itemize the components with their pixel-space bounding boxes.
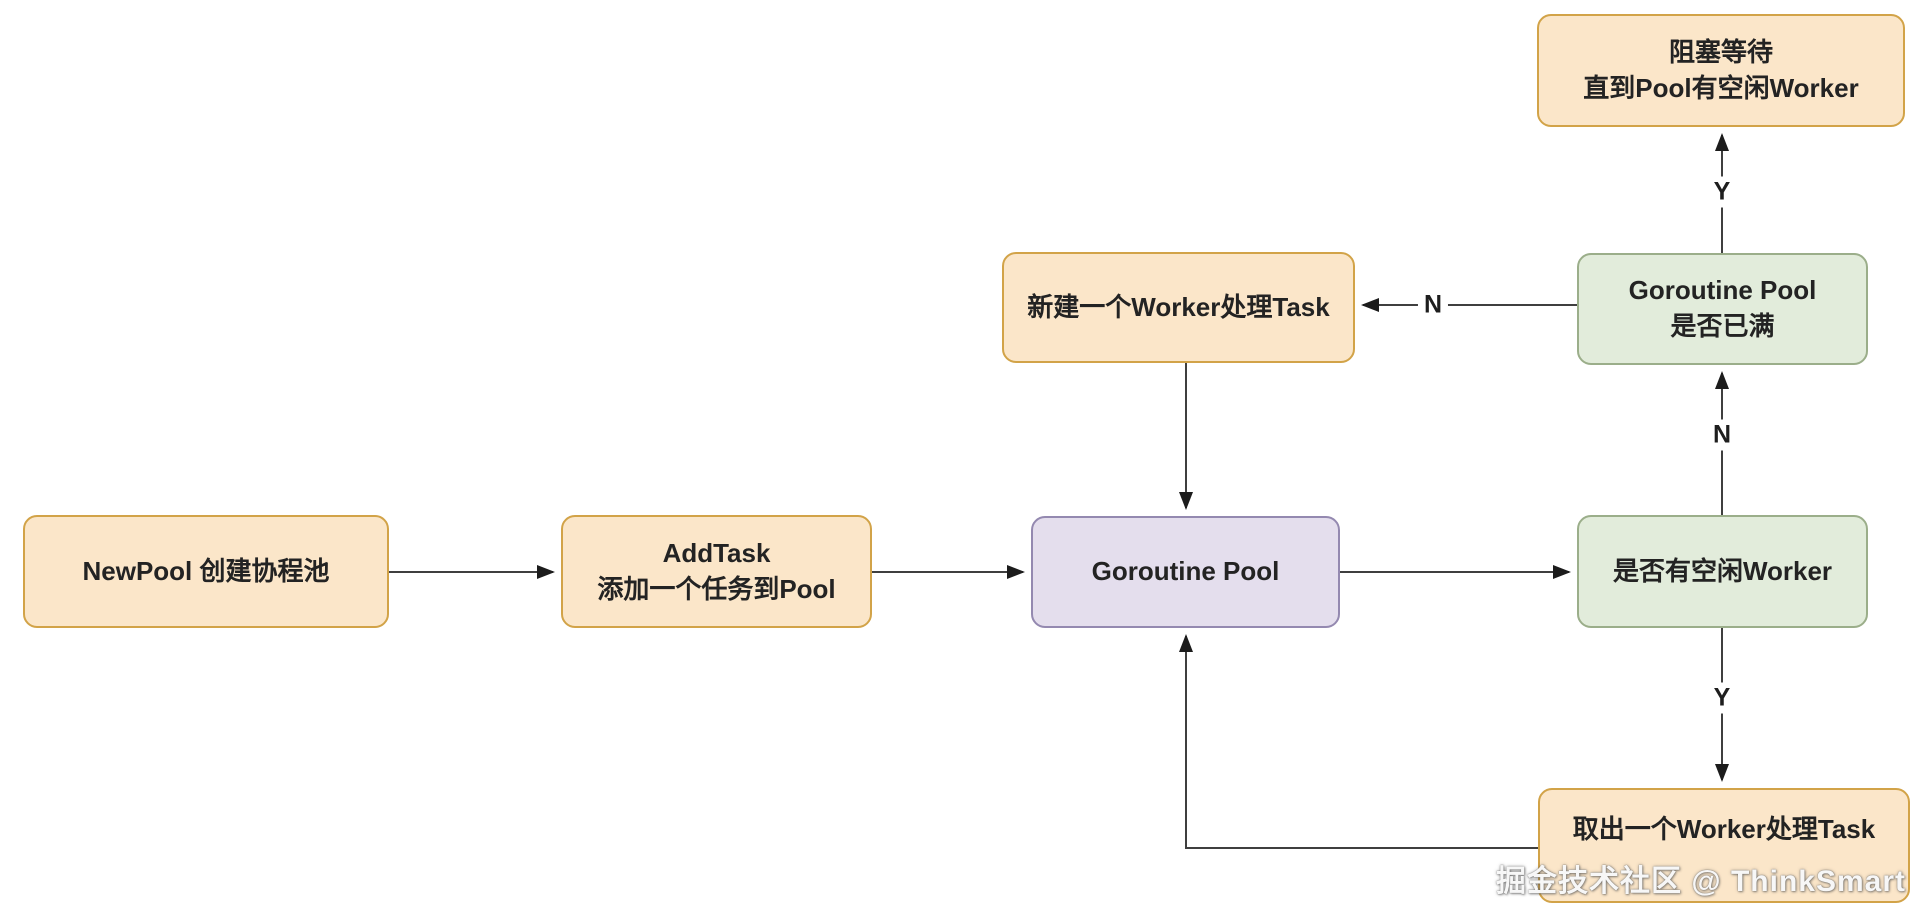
node-addtask: AddTask 添加一个任务到Pool <box>561 515 872 628</box>
node-idle-worker-label: 是否有空闲Worker <box>1612 555 1833 586</box>
node-newpool-label: NewPool 创建协程池 <box>82 555 330 586</box>
edge-take-worker-to-goroutine-pool <box>1179 634 1538 849</box>
node-new-worker-label: 新建一个Worker处理Task <box>1027 291 1330 322</box>
node-new-worker: 新建一个Worker处理Task <box>1002 252 1355 363</box>
node-pool-full: Goroutine Pool 是否已满 <box>1577 253 1868 365</box>
edge-label-idle-to-take: Y <box>1707 682 1737 714</box>
node-idle-worker: 是否有空闲Worker <box>1577 515 1868 628</box>
node-goroutine-pool: Goroutine Pool <box>1031 516 1340 628</box>
node-pool-full-label-line2: 是否已满 <box>1670 311 1775 341</box>
node-goroutine-pool-label: Goroutine Pool <box>1091 556 1280 587</box>
edge-label-idle-to-full: N <box>1706 419 1738 451</box>
edge-label-full-to-block: Y <box>1707 176 1737 208</box>
node-newpool: NewPool 创建协程池 <box>23 515 389 628</box>
watermark: 掘金技术社区 @ ThinkSmart <box>1496 865 1906 898</box>
node-block-wait-label-line1: 阻塞等待 <box>1668 36 1773 67</box>
node-addtask-label-line2: 添加一个任务到Pool <box>597 573 836 604</box>
node-addtask-label-line1: AddTask <box>662 537 771 568</box>
node-take-worker-label: 取出一个Worker处理Task <box>1572 814 1876 844</box>
node-block-wait: 阻塞等待 直到Pool有空闲Worker <box>1537 14 1905 127</box>
edge-label-full-to-new: N <box>1417 289 1449 321</box>
node-block-wait-label-line2: 直到Pool有空闲Worker <box>1583 72 1859 103</box>
node-pool-full-label-line1: Goroutine Pool <box>1628 275 1817 306</box>
node-take-worker: 取出一个Worker处理Task <box>1538 788 1910 903</box>
